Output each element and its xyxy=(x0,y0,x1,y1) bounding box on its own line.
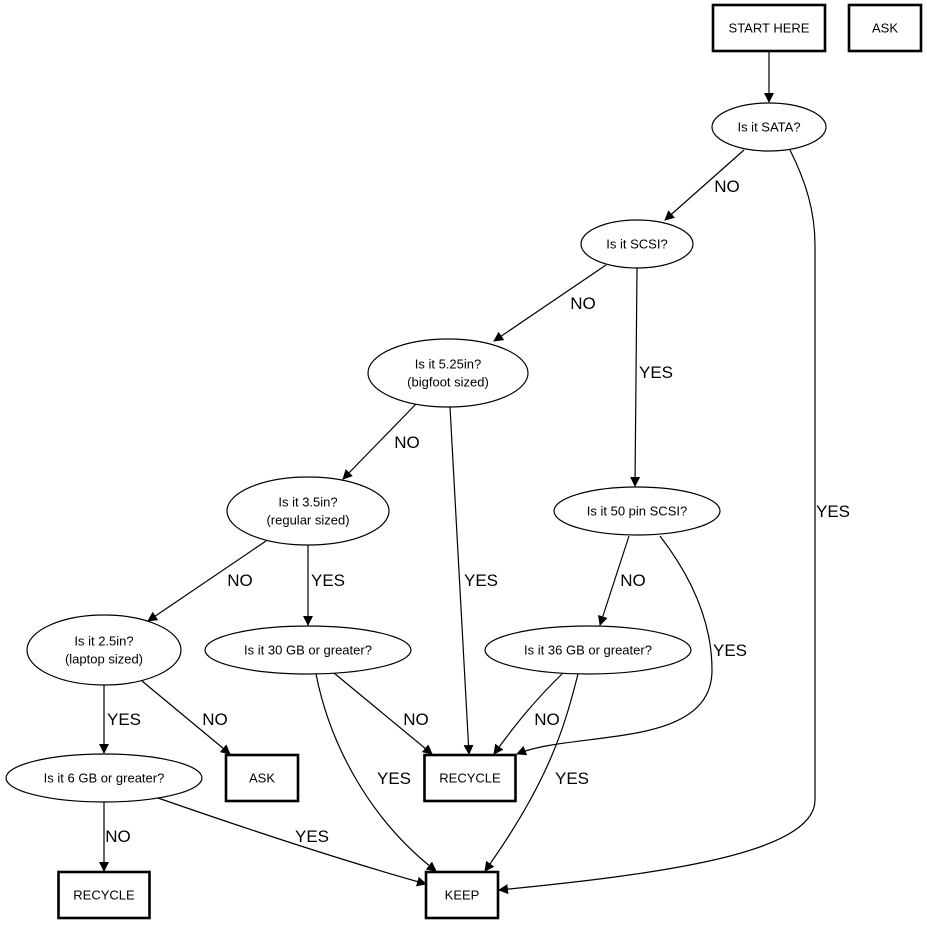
node-label: Is it 3.5in? xyxy=(278,495,337,510)
node-ask-low: ASK xyxy=(224,753,300,803)
edge-sata-to-keep xyxy=(498,149,816,895)
node-scsi: Is it SCSI? xyxy=(580,219,694,269)
decision-ellipse xyxy=(367,338,529,408)
edge-sata-to-scsi xyxy=(664,149,745,221)
node-label: ASK xyxy=(249,771,275,786)
edge-label-gb30-to-recycle_mid: NO xyxy=(403,710,429,729)
node-label: Is it 30 GB or greater? xyxy=(244,643,372,658)
node-keep: KEEP xyxy=(424,870,500,920)
edge-label-in525-to-in35: NO xyxy=(394,433,420,452)
terminal-box xyxy=(847,3,923,53)
edge-pin50-to-gb36 xyxy=(598,535,630,626)
node-pin50: Is it 50 pin SCSI? xyxy=(553,486,721,536)
terminal-box xyxy=(711,3,827,53)
edge-label-in25-to-gb6: YES xyxy=(107,710,141,729)
node-start: START HERE xyxy=(711,3,827,53)
decision-ellipse xyxy=(204,625,412,675)
edge-in35-to-in25 xyxy=(147,540,267,622)
edge-in25-to-ask_low xyxy=(141,680,231,755)
edge-label-pin50-to-recycle_mid: YES xyxy=(713,641,747,660)
edge-gb36-to-keep xyxy=(484,673,579,872)
node-label: ASK xyxy=(872,21,898,36)
edge-scsi-to-pin50 xyxy=(630,267,641,487)
node-in25: Is it 2.5in? (laptop sized) xyxy=(26,614,182,686)
node-gb30: Is it 30 GB or greater? xyxy=(204,625,412,675)
edge-label-sata-to-keep: YES xyxy=(816,502,850,521)
node-sata: Is it SATA? xyxy=(711,102,827,152)
node-ask-top: ASK xyxy=(847,3,923,53)
edge-gb6-to-keep xyxy=(157,797,427,887)
edge-in525-to-in35 xyxy=(342,403,417,480)
edge-gb36-to-recycle_mid xyxy=(493,672,564,755)
terminal-box xyxy=(57,870,151,920)
edge-label-gb36-to-recycle_mid: NO xyxy=(534,710,560,729)
edge-label-scsi-to-in525: NO xyxy=(570,294,596,313)
decision-ellipse xyxy=(553,486,721,536)
node-label: Is it 2.5in? xyxy=(74,634,133,649)
edge-label-sata-to-scsi: NO xyxy=(714,177,740,196)
node-label: Is it 6 GB or greater? xyxy=(44,771,165,786)
node-gb6: Is it 6 GB or greater? xyxy=(5,753,203,803)
edge-label-scsi-to-pin50: YES xyxy=(639,363,673,382)
node-label: Is it SCSI? xyxy=(606,237,667,252)
edge-label-in35-to-in25: NO xyxy=(227,571,253,590)
node-in35: Is it 3.5in? (regular sized) xyxy=(226,476,390,546)
edge-label-in25-to-ask_low: NO xyxy=(202,710,228,729)
node-recycle-mid: RECYCLE xyxy=(423,753,517,803)
node-label: Is it SATA? xyxy=(737,120,800,135)
terminal-box xyxy=(224,753,300,803)
terminal-box xyxy=(423,753,517,803)
node-label: Is it 5.25in? xyxy=(415,357,482,372)
node-label: (laptop sized) xyxy=(65,652,143,667)
decision-ellipse xyxy=(5,753,203,803)
terminal-box xyxy=(424,870,500,920)
edge-label-gb6-to-recycle_low: NO xyxy=(105,827,131,846)
decision-ellipse xyxy=(26,614,182,686)
edge-pin50-to-recycle_mid xyxy=(516,535,713,756)
node-label: RECYCLE xyxy=(73,888,135,903)
node-label: KEEP xyxy=(445,888,480,903)
node-label: (bigfoot sized) xyxy=(407,375,489,390)
node-label: Is it 36 GB or greater? xyxy=(524,643,652,658)
edge-label-gb6-to-keep: YES xyxy=(295,827,329,846)
node-label: (regular sized) xyxy=(266,513,349,528)
edge-label-gb30-to-keep: YES xyxy=(377,769,411,788)
decision-ellipse xyxy=(484,625,692,675)
node-in525: Is it 5.25in? (bigfoot sized) xyxy=(367,338,529,408)
decision-ellipse xyxy=(711,102,827,152)
decision-ellipse xyxy=(226,476,390,546)
decision-ellipse xyxy=(580,219,694,269)
node-label: START HERE xyxy=(729,21,810,36)
edge-gb30-to-recycle_mid xyxy=(333,672,433,755)
edge-label-pin50-to-gb36: NO xyxy=(620,571,646,590)
edge-gb30-to-keep xyxy=(315,673,437,872)
node-recycle-low: RECYCLE xyxy=(57,870,151,920)
node-label: RECYCLE xyxy=(439,771,501,786)
node-label: Is it 50 pin SCSI? xyxy=(587,504,687,519)
edge-in525-to-recycle_mid xyxy=(449,406,474,755)
edge-label-in35-to-gb30: YES xyxy=(311,571,345,590)
edge-label-in525-to-recycle_mid: YES xyxy=(464,571,498,590)
node-gb36: Is it 36 GB or greater? xyxy=(484,625,692,675)
edge-label-gb36-to-keep: YES xyxy=(555,769,589,788)
edge-scsi-to-in525 xyxy=(493,264,607,342)
